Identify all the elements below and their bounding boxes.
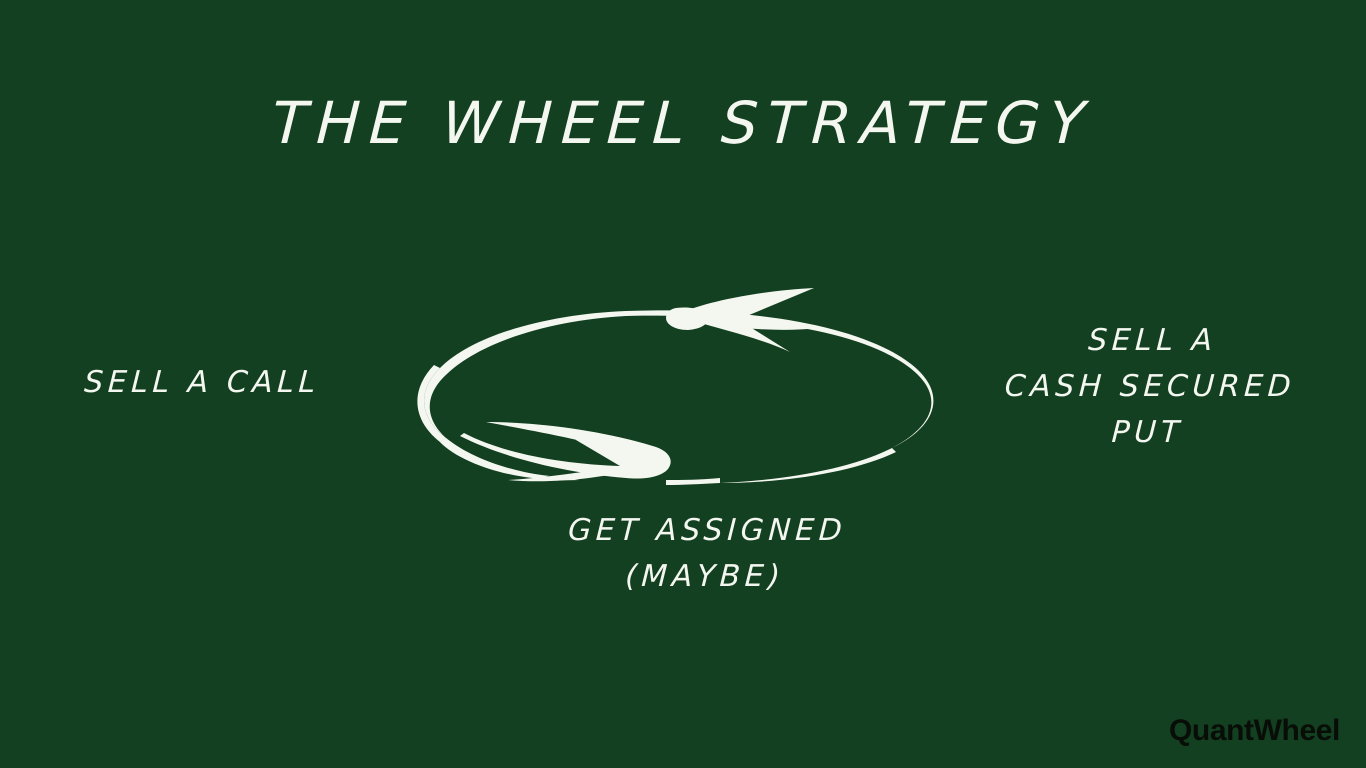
diagram-label-get-assigned: GET ASSIGNED (MAYBE): [478, 508, 935, 600]
cycle-ring: [666, 312, 934, 485]
diagram-label-sell-cash-secured-put: SELL A CASH SECURED PUT: [956, 318, 1343, 456]
label-line-2: CASH SECURED: [1003, 369, 1297, 404]
diagram-label-sell-call: SELL A CALL: [83, 365, 321, 400]
wheel-cycle-diagram: [390, 270, 980, 495]
label-line-1: SELL A: [1087, 323, 1218, 358]
brand-logo: QuantWheel: [1168, 714, 1340, 747]
top-arrow-icon: [424, 288, 818, 438]
bottom-arrow-icon: [417, 365, 671, 482]
label-line-1: GET ASSIGNED: [567, 513, 848, 548]
label-line-2: (MAYBE): [624, 559, 786, 594]
page-title: THE WHEEL STRATEGY: [270, 89, 1096, 157]
label-line-3: PUT: [1110, 415, 1185, 450]
